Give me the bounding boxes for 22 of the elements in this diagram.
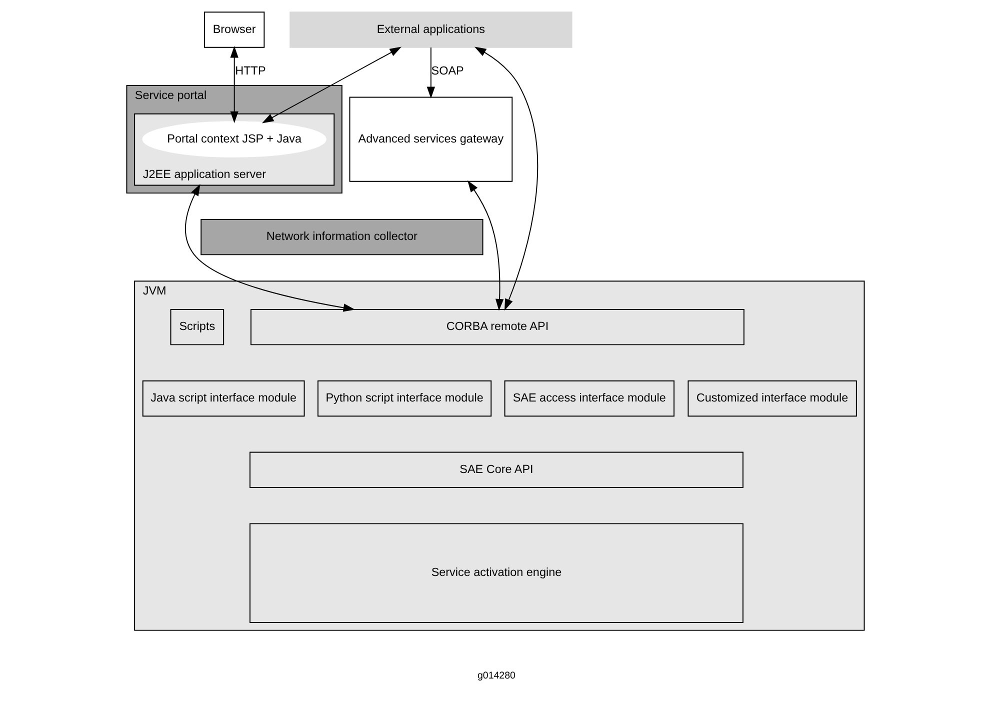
edge-label: SOAP [431,64,464,78]
arrow [468,180,504,311]
node-box: Customized interface module [688,380,857,417]
node-box: Python script interface module [317,380,492,417]
node-box: Browser [204,12,265,48]
node-box: Java script interface module [142,380,305,417]
node-box: Service activation engine [250,523,744,623]
node-box: SAE Core API [250,452,744,488]
arrow [185,184,356,312]
node-box: Network information collector [200,219,484,256]
arrow [230,46,238,124]
node-box: Scripts [170,308,224,346]
arrow [426,47,436,98]
arrow [262,46,402,124]
arrow [474,46,538,311]
node-box: Advanced services gateway [349,96,513,182]
node-ellipse: Portal context JSP + Java [142,121,326,158]
node-box: CORBA remote API [250,308,744,346]
label: g014280 [477,670,516,682]
edge-label: HTTP [235,64,266,78]
node-box: SAE access interface module [504,380,674,417]
node-box: External applications [290,12,572,48]
